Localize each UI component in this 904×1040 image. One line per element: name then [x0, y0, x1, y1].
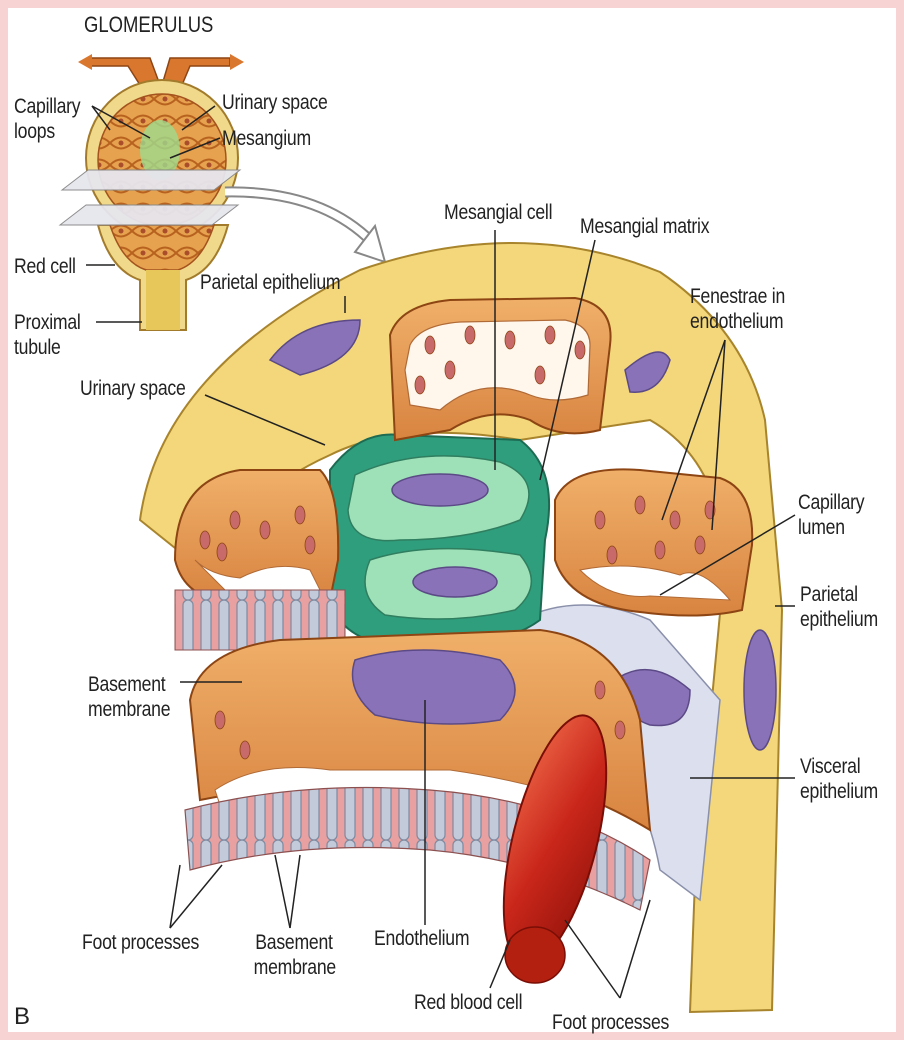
label-foot-processes-right: Foot processes: [552, 1010, 669, 1035]
label-basement-membrane-left-line2: membrane: [88, 697, 170, 722]
label-proximal-tubule-line2: tubule: [14, 335, 81, 360]
label-basement-membrane-bottom-line1: Basement: [254, 930, 335, 955]
label-visceral-epithelium-line2: epithelium: [800, 779, 878, 804]
label-fenestrae-line2: endothelium: [690, 309, 785, 334]
label-parietal-epithelium-right-line2: epithelium: [800, 607, 878, 632]
label-capillary-loops: Capillary loops: [14, 94, 80, 144]
label-basement-membrane-left-line1: Basement: [88, 672, 170, 697]
label-urinary-space-main: Urinary space: [80, 376, 186, 401]
label-mesangial-matrix: Mesangial matrix: [580, 214, 709, 239]
label-urinary-space-inset: Urinary space: [222, 90, 328, 115]
label-endothelium: Endothelium: [374, 926, 469, 951]
label-foot-processes-left: Foot processes: [82, 930, 199, 955]
label-mesangium: Mesangium: [222, 126, 311, 151]
label-red-blood-cell: Red blood cell: [414, 990, 522, 1015]
label-proximal-tubule-line1: Proximal: [14, 310, 81, 335]
label-capillary-lumen-line1: Capillary: [798, 490, 864, 515]
label-basement-membrane-bottom-line2: membrane: [254, 955, 335, 980]
label-basement-membrane-left: Basement membrane: [88, 672, 170, 722]
label-mesangial-cell: Mesangial cell: [444, 200, 552, 225]
inset-title: GLOMERULUS: [84, 12, 213, 37]
capillary-cross-section: [140, 243, 782, 1012]
label-parietal-epithelium-right: Parietal epithelium: [800, 582, 878, 632]
label-basement-membrane-bottom: Basement membrane: [254, 930, 335, 980]
label-fenestrae: Fenestrae in endothelium: [690, 284, 785, 334]
label-capillary-loops-line1: Capillary: [14, 94, 80, 119]
label-capillary-lumen-line2: lumen: [798, 515, 864, 540]
panel-letter: B: [14, 1004, 30, 1029]
label-fenestrae-line1: Fenestrae in: [690, 284, 785, 309]
label-parietal-epithelium-right-line1: Parietal: [800, 582, 878, 607]
label-visceral-epithelium-line1: Visceral: [800, 754, 878, 779]
label-capillary-lumen: Capillary lumen: [798, 490, 864, 540]
label-parietal-epithelium-top: Parietal epithelium: [200, 270, 340, 295]
label-proximal-tubule: Proximal tubule: [14, 310, 81, 360]
label-visceral-epithelium: Visceral epithelium: [800, 754, 878, 804]
label-red-cell: Red cell: [14, 254, 76, 279]
label-capillary-loops-line2: loops: [14, 119, 80, 144]
